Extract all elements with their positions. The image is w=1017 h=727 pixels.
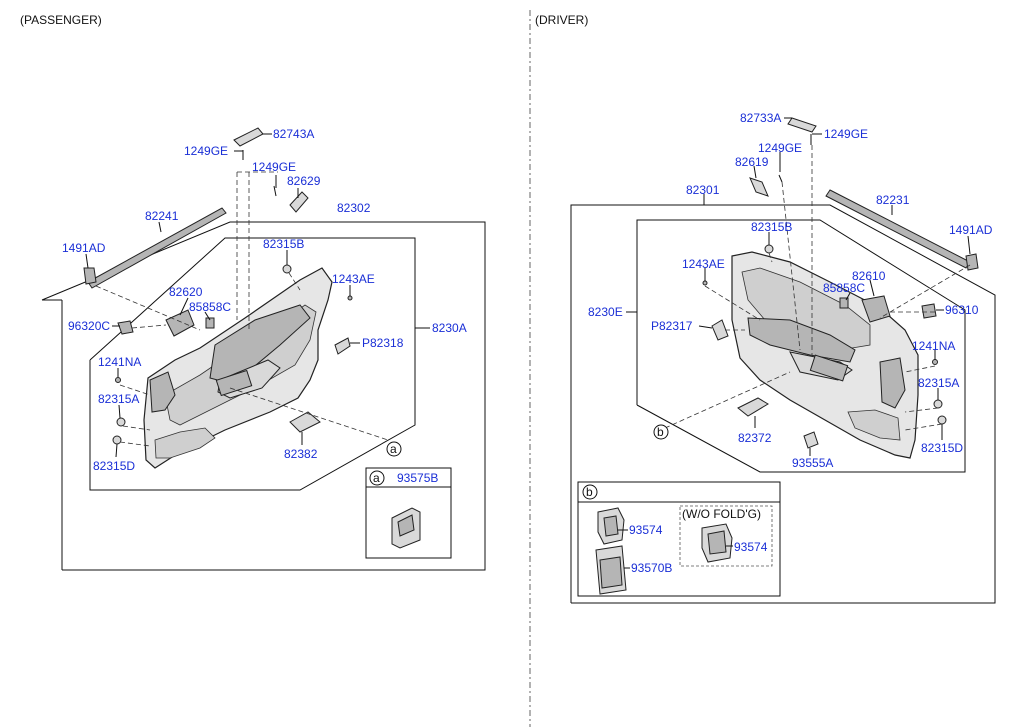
driver-cover-82619 bbox=[749, 177, 769, 197]
label-1241NA-driver: 1241NA bbox=[912, 339, 955, 353]
label-1491AD-driver: 1491AD bbox=[949, 223, 993, 237]
label-82610-driver: 82610 bbox=[852, 269, 886, 283]
label-1249GE-passenger-b: 1249GE bbox=[252, 160, 296, 174]
label-82315D-passenger: 82315D bbox=[93, 459, 135, 473]
driver-cover-82733A bbox=[787, 117, 817, 133]
label-85858C-driver: 85858C bbox=[823, 281, 865, 295]
driver-marker-b-text: b bbox=[657, 425, 664, 439]
label-82619-driver: 82619 bbox=[735, 155, 769, 169]
passenger-weatherstrip-82241 bbox=[87, 207, 227, 289]
passenger-pad-82382 bbox=[289, 411, 321, 433]
label-1243AE-driver: 1243AE bbox=[682, 257, 725, 271]
passenger-callout-marker-a bbox=[386, 441, 402, 457]
driver-outer-frame bbox=[570, 204, 996, 604]
label-82372-driver: 82372 bbox=[738, 431, 772, 445]
label-82315A-passenger: 82315A bbox=[98, 392, 139, 406]
label-82241-passenger: 82241 bbox=[145, 209, 179, 223]
passenger-inner-frame bbox=[89, 237, 416, 491]
driver-callout-marker-b bbox=[653, 424, 669, 440]
label-82315D-driver: 82315D bbox=[921, 441, 963, 455]
driver-callout-letter: b bbox=[586, 485, 593, 499]
passenger-assembly: a a 93575B 82743A 1249GE 1249GE 82629 82… bbox=[41, 127, 486, 571]
label-8230E-driver: 8230E bbox=[588, 305, 623, 319]
passenger-callout-letter: a bbox=[373, 471, 380, 485]
driver-assembly: b b (W/O FOLD'G) 93574 93570B 93574 8273… bbox=[570, 111, 996, 604]
label-82315A-driver: 82315A bbox=[918, 376, 959, 390]
label-82315B-driver: 82315B bbox=[751, 220, 792, 234]
driver-handle-82610 bbox=[861, 295, 891, 323]
driver-inner-frame bbox=[636, 219, 966, 473]
label-1249GE-driver-b: 1249GE bbox=[758, 141, 802, 155]
label-82629-passenger: 82629 bbox=[287, 174, 321, 188]
label-82382-passenger: 82382 bbox=[284, 447, 318, 461]
label-82620-passenger: 82620 bbox=[169, 285, 203, 299]
label-93555A-driver: 93555A bbox=[792, 456, 833, 470]
label-P82317-driver: P82317 bbox=[651, 319, 693, 333]
passenger-callout-box: a 93575B bbox=[365, 467, 452, 559]
label-1249GE-passenger-a: 1249GE bbox=[184, 144, 228, 158]
driver-variant-title: (W/O FOLD'G) bbox=[682, 507, 761, 521]
label-1241NA-passenger: 1241NA bbox=[98, 355, 141, 369]
label-93574-driver-variant: 93574 bbox=[734, 540, 768, 554]
label-1249GE-driver-a: 1249GE bbox=[824, 127, 868, 141]
label-P82318-passenger: P82318 bbox=[362, 336, 404, 350]
label-1491AD-passenger: 1491AD bbox=[62, 241, 106, 255]
label-96320C-passenger: 96320C bbox=[68, 319, 110, 333]
passenger-cover-82743A bbox=[233, 127, 264, 147]
driver-section-title: (DRIVER) bbox=[535, 13, 588, 27]
label-82743A-passenger: 82743A bbox=[273, 127, 314, 141]
label-82231-driver: 82231 bbox=[876, 193, 910, 207]
label-82733A-driver: 82733A bbox=[740, 111, 781, 125]
passenger-section-title: (PASSENGER) bbox=[20, 13, 102, 27]
label-93570B-driver: 93570B bbox=[631, 561, 672, 575]
passenger-callout-part: 93575B bbox=[397, 471, 438, 485]
label-82302-passenger: 82302 bbox=[337, 201, 371, 215]
label-85858C-passenger: 85858C bbox=[189, 300, 231, 314]
driver-weatherstrip-82231 bbox=[825, 189, 971, 269]
label-8230A-passenger: 8230A bbox=[432, 321, 467, 335]
passenger-outer-frame bbox=[41, 221, 486, 571]
driver-variant-box bbox=[679, 505, 773, 567]
passenger-cover-82629 bbox=[289, 191, 309, 213]
passenger-marker-a-text: a bbox=[390, 442, 397, 456]
label-1243AE-passenger: 1243AE bbox=[332, 272, 375, 286]
label-82301-driver: 82301 bbox=[686, 183, 720, 197]
driver-callout-box: b (W/O FOLD'G) 93574 93570B 93574 bbox=[577, 481, 781, 597]
label-82315B-passenger: 82315B bbox=[263, 237, 304, 251]
driver-pad-82372 bbox=[737, 397, 769, 417]
label-93574-driver: 93574 bbox=[629, 523, 663, 537]
driver-part-93555A bbox=[803, 431, 819, 449]
label-96310-driver: 96310 bbox=[945, 303, 979, 317]
